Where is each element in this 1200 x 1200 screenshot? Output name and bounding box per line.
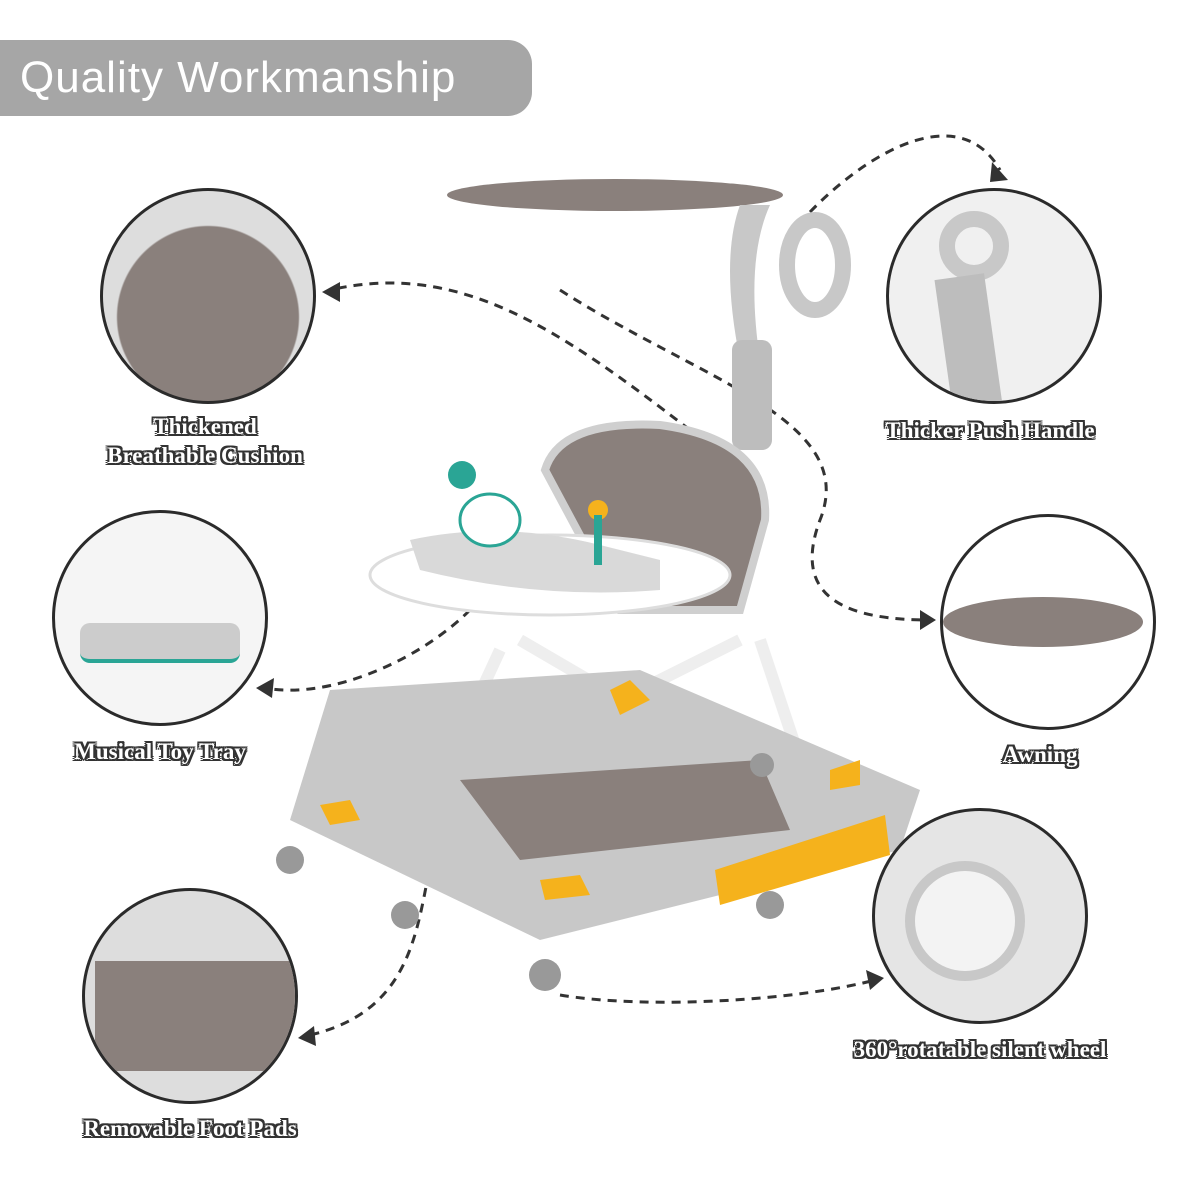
handle-detail-circle bbox=[886, 188, 1102, 404]
footpad-detail-circle bbox=[82, 888, 298, 1104]
tray-label: Musical Toy Tray bbox=[74, 739, 246, 764]
cushion-detail-circle bbox=[100, 188, 316, 404]
wheel-detail-circle bbox=[872, 808, 1088, 1024]
arrow-heads bbox=[256, 162, 1008, 1046]
cushion-label-line1: Thickened bbox=[153, 414, 257, 439]
canopy bbox=[447, 179, 783, 211]
push-pole bbox=[732, 340, 772, 450]
canopy-pole bbox=[730, 205, 770, 360]
handle-label: Thicker Push Handle bbox=[885, 418, 1095, 443]
title-banner: Quality Workmanship bbox=[0, 40, 532, 116]
awning-detail-circle bbox=[940, 514, 1156, 730]
wheels bbox=[276, 753, 784, 991]
footpad-label: Removable Foot Pads bbox=[83, 1116, 297, 1141]
wheel-label: 360°rotatable silent wheel bbox=[853, 1037, 1107, 1062]
awning-label: Awning bbox=[1002, 742, 1078, 767]
push-handle bbox=[779, 212, 851, 318]
tray-detail-circle bbox=[52, 510, 268, 726]
cushion-label-line2: Breathable Cushion bbox=[107, 443, 303, 468]
foot-pad bbox=[460, 760, 790, 860]
accent-strip bbox=[715, 815, 890, 905]
